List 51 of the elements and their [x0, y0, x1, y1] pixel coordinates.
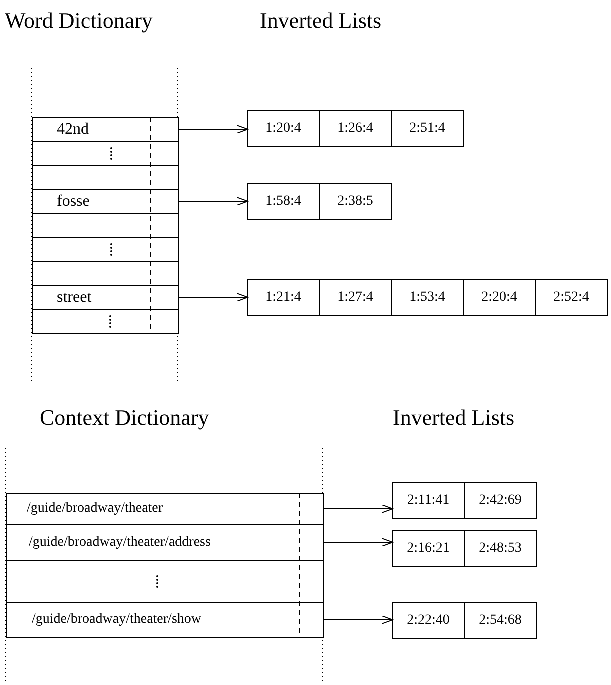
- dictionary-entry: street: [57, 288, 92, 308]
- inverted-list: [393, 602, 537, 639]
- inverted-list: [248, 279, 608, 316]
- inverted-list: [248, 110, 464, 147]
- posting-entry: 2:48:53: [464, 530, 537, 567]
- table-row: [6, 524, 324, 561]
- posting-entry: 2:16:21: [392, 530, 465, 567]
- section-heading: Inverted Lists: [393, 405, 515, 431]
- dictionary-entry: /guide/broadway/theater/address: [29, 534, 211, 552]
- table-row: [32, 117, 179, 142]
- dictionary-entry: 42nd: [57, 120, 89, 140]
- inverted-list: [393, 530, 537, 567]
- posting-entry: 2:52:4: [535, 279, 608, 316]
- arrow: [324, 504, 394, 514]
- posting-entry: 1:53:4: [391, 279, 464, 316]
- arrow: [178, 197, 248, 206]
- table-row: [32, 285, 179, 310]
- dictionary-entry: /guide/broadway/theater: [27, 500, 164, 518]
- section-heading: Context Dictionary: [40, 405, 210, 431]
- table-row: [32, 165, 179, 190]
- posting-entry: 2:38:5: [319, 183, 392, 220]
- posting-entry: 2:22:40: [392, 602, 465, 639]
- table-row: [32, 141, 179, 166]
- table-row: [6, 493, 324, 525]
- arrow: [178, 125, 248, 134]
- table-row: [32, 309, 179, 334]
- table-row: [32, 189, 179, 214]
- table-row: [32, 261, 179, 286]
- posting-entry: 2:54:68: [464, 602, 537, 639]
- dictionary-entry: fosse: [57, 192, 90, 212]
- posting-entry: 2:51:4: [391, 110, 464, 147]
- inverted-list: [393, 482, 537, 519]
- section-heading: Word Dictionary: [5, 8, 153, 34]
- arrow: [178, 293, 248, 302]
- inverted-list: [248, 183, 392, 220]
- posting-entry: 2:42:69: [464, 482, 537, 519]
- posting-entry: 1:58:4: [247, 183, 320, 220]
- table-row: [6, 602, 324, 638]
- table-row: [32, 213, 179, 238]
- posting-entry: 1:21:4: [247, 279, 320, 316]
- posting-entry: 1:20:4: [247, 110, 320, 147]
- section-heading: Inverted Lists: [260, 8, 382, 34]
- posting-entry: 1:26:4: [319, 110, 392, 147]
- posting-entry: 2:20:4: [463, 279, 536, 316]
- arrow: [324, 616, 394, 624]
- arrow: [324, 538, 394, 547]
- table-row: [32, 237, 179, 262]
- posting-entry: 1:27:4: [319, 279, 392, 316]
- table-row: [6, 560, 324, 603]
- dictionary-entry: /guide/broadway/theater/show: [32, 611, 202, 629]
- posting-entry: 2:11:41: [392, 482, 465, 519]
